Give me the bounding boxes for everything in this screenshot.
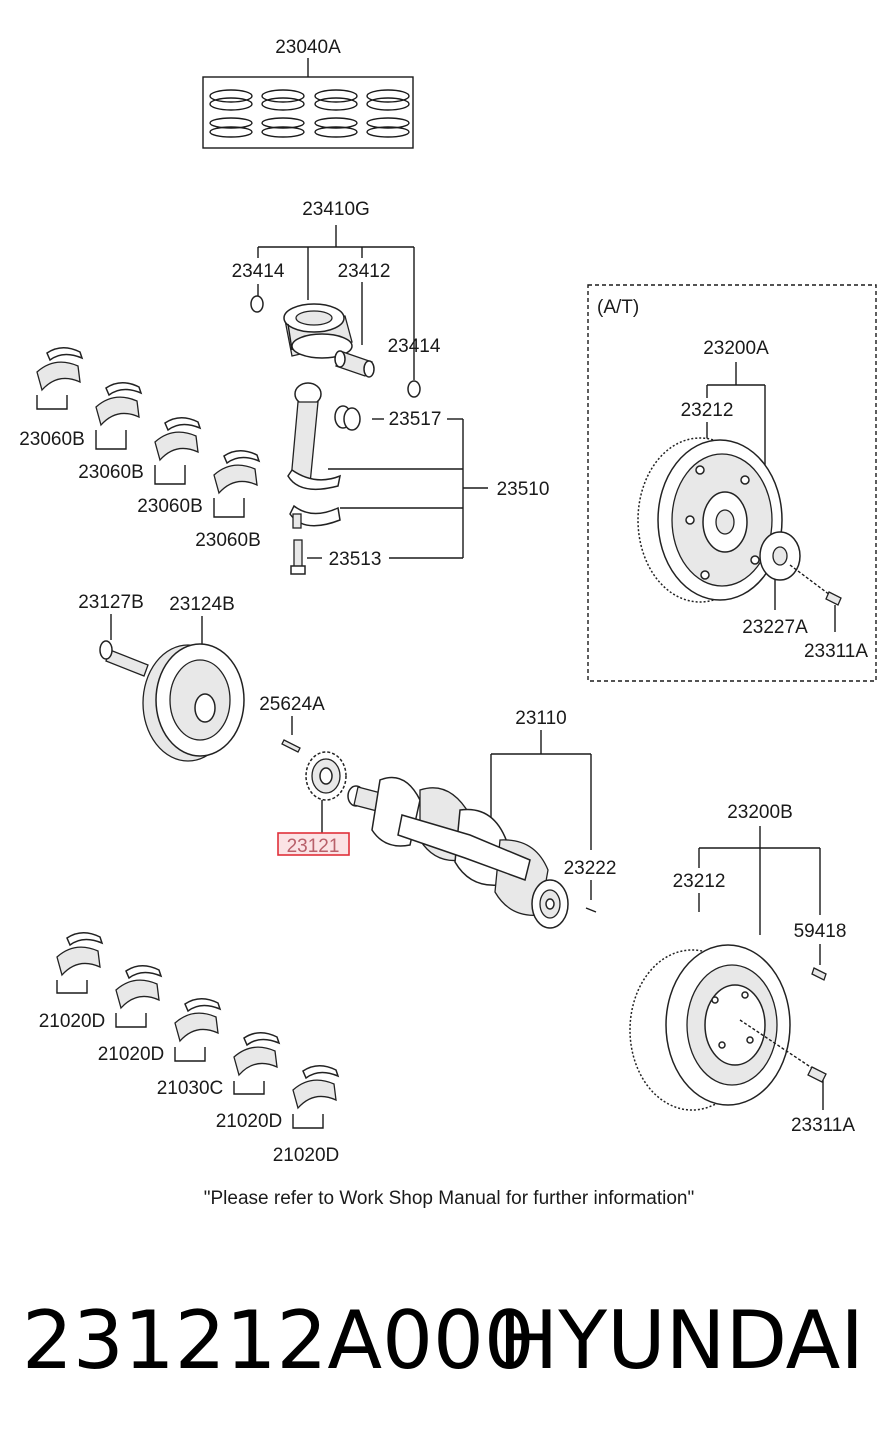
- piston-rings-group: 23040A: [202, 37, 414, 149]
- piston-pin-icon: [334, 350, 375, 378]
- label-bearing-a2: 23060B: [78, 462, 144, 483]
- conrod-icon: [287, 382, 342, 529]
- sprocket-group: 25624A 23121: [259, 694, 350, 857]
- pulley-group: 23127B 23124B: [78, 592, 245, 762]
- piston-group: 23410G 23414 23412 23414: [232, 199, 441, 398]
- at-dashed-box: [587, 284, 877, 682]
- label-main-b4: 21020D: [216, 1111, 283, 1132]
- label-piston-set: 23410G: [302, 199, 370, 220]
- label-mt-ring: 23212: [673, 871, 726, 892]
- rod-bearing-shell-icon: [36, 347, 261, 495]
- part-number: 231212A000: [22, 1294, 535, 1387]
- main-bearing-shell-icon: [56, 932, 340, 1110]
- mt-flywheel-group: 23200B 23212 59418 23311A: [629, 802, 855, 1136]
- mt-dowel-pin-icon: [811, 967, 827, 981]
- label-at-plate: 23227A: [742, 617, 808, 638]
- label-pulley: 23124B: [169, 594, 235, 615]
- rod-bearings-group: 23060B 23060B 23060B 23060B: [19, 347, 261, 551]
- label-main-b5: 21020D: [273, 1145, 340, 1166]
- piston-icon: [283, 303, 353, 359]
- label-at-ring: 23212: [681, 400, 734, 421]
- label-rod-bolt: 23513: [329, 549, 382, 570]
- conrod-group: 23517 23510 23513: [287, 382, 550, 575]
- label-bearing-a1: 23060B: [19, 429, 85, 450]
- small-end-bearing-icon: [334, 405, 361, 431]
- at-bolt-icon: [825, 591, 842, 606]
- pulley-icon: [142, 643, 245, 762]
- mt-ring-gear-icon: [629, 944, 791, 1111]
- label-rings: 23040A: [275, 37, 341, 58]
- reference-note: "Please refer to Work Shop Manual for fu…: [204, 1188, 694, 1209]
- brand-name: HYUNDAI: [498, 1294, 864, 1387]
- at-ring-gear-icon: [637, 437, 783, 603]
- crankshaft-icon: [347, 776, 569, 929]
- dowel-pin-icon: [585, 907, 597, 913]
- at-flywheel-group: (A/T) 23200A 23212: [587, 284, 877, 682]
- crankshaft-group: 23110 23222: [347, 708, 617, 929]
- label-thrust: 21030C: [157, 1078, 224, 1099]
- label-mt-pin: 59418: [794, 921, 847, 942]
- snap-ring-icon: [250, 295, 264, 313]
- snap-ring-icon-2: [407, 380, 421, 398]
- label-pin-23222: 23222: [564, 858, 617, 879]
- main-bearings-group: 21020D 21020D 21030C 21020D 21020D: [39, 932, 340, 1166]
- label-pulley-bolt: 23127B: [78, 592, 144, 613]
- at-plate-icon: [759, 531, 801, 581]
- label-snap-ring-left: 23414: [232, 261, 285, 282]
- label-mt-flywheel: 23200B: [727, 802, 793, 823]
- label-at-tag: (A/T): [597, 297, 639, 318]
- piston-rings-icon: [209, 89, 410, 138]
- woodruff-key-icon: [281, 739, 301, 753]
- label-snap-ring-right: 23414: [388, 336, 441, 357]
- label-main-b2: 21020D: [98, 1044, 165, 1065]
- label-conrod: 23510: [497, 479, 550, 500]
- label-bearing-a4: 23060B: [195, 530, 261, 551]
- sprocket-icon: [305, 751, 347, 801]
- sprocket-highlight-box: [277, 832, 350, 856]
- pulley-bolt-icon: [99, 640, 149, 677]
- label-bearing-a3: 23060B: [137, 496, 203, 517]
- label-rod-bearing: 23517: [389, 409, 442, 430]
- label-mt-bolt: 23311A: [791, 1115, 855, 1136]
- label-sprocket: 23121: [287, 836, 340, 857]
- label-at-bolt: 23311A: [804, 641, 868, 662]
- label-crankshaft: 23110: [515, 708, 566, 729]
- mt-bolt-icon: [807, 1066, 827, 1083]
- label-at-flywheel: 23200A: [703, 338, 769, 359]
- rod-bolt-icon: [290, 539, 306, 575]
- label-key: 25624A: [259, 694, 325, 715]
- label-main-b1: 21020D: [39, 1011, 106, 1032]
- label-pin: 23412: [338, 261, 391, 282]
